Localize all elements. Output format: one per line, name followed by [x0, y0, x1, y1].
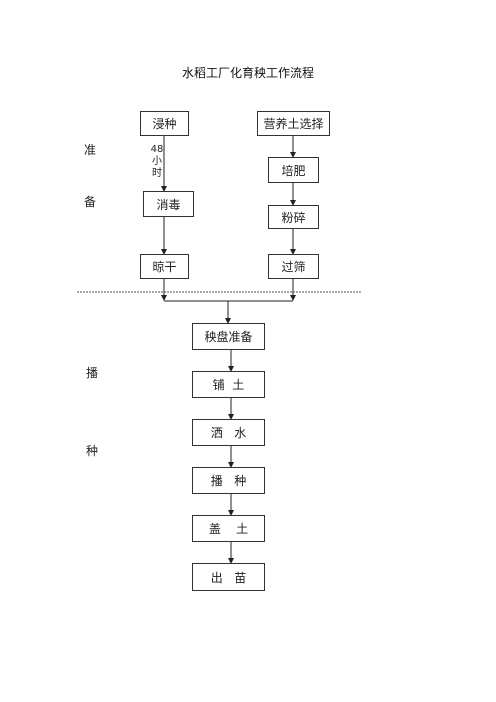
box-soil-selection: 营养土选择 [257, 111, 330, 136]
note-line-1: 48 [150, 144, 164, 155]
box-fertilize: 培肥 [268, 157, 319, 183]
page-title: 水稻工厂化育秧工作流程 [181, 66, 314, 80]
section-label-prep-2: 备 [84, 195, 97, 209]
box-emergence: 出 苗 [192, 563, 265, 591]
section-label-sow-1: 播 [86, 366, 99, 380]
note-line-2: 小 [152, 156, 162, 167]
box-cover-soil: 盖 土 [192, 515, 265, 542]
note-line-3: 时 [152, 168, 162, 179]
note-48-hours: 48 小 时 [150, 144, 164, 180]
box-tray-prep: 秧盘准备 [192, 323, 265, 350]
box-spread-soil: 铺 土 [192, 371, 265, 398]
box-disinfect: 消毒 [143, 191, 194, 217]
box-dry: 晾干 [140, 254, 189, 279]
box-soak-seeds: 浸种 [140, 111, 189, 136]
box-sow: 播 种 [192, 467, 265, 494]
box-crush: 粉碎 [268, 205, 319, 229]
section-label-prep-1: 准 [84, 143, 97, 157]
box-sieve: 过筛 [268, 254, 319, 279]
box-water: 洒 水 [192, 419, 265, 446]
section-label-sow-2: 种 [86, 444, 99, 458]
